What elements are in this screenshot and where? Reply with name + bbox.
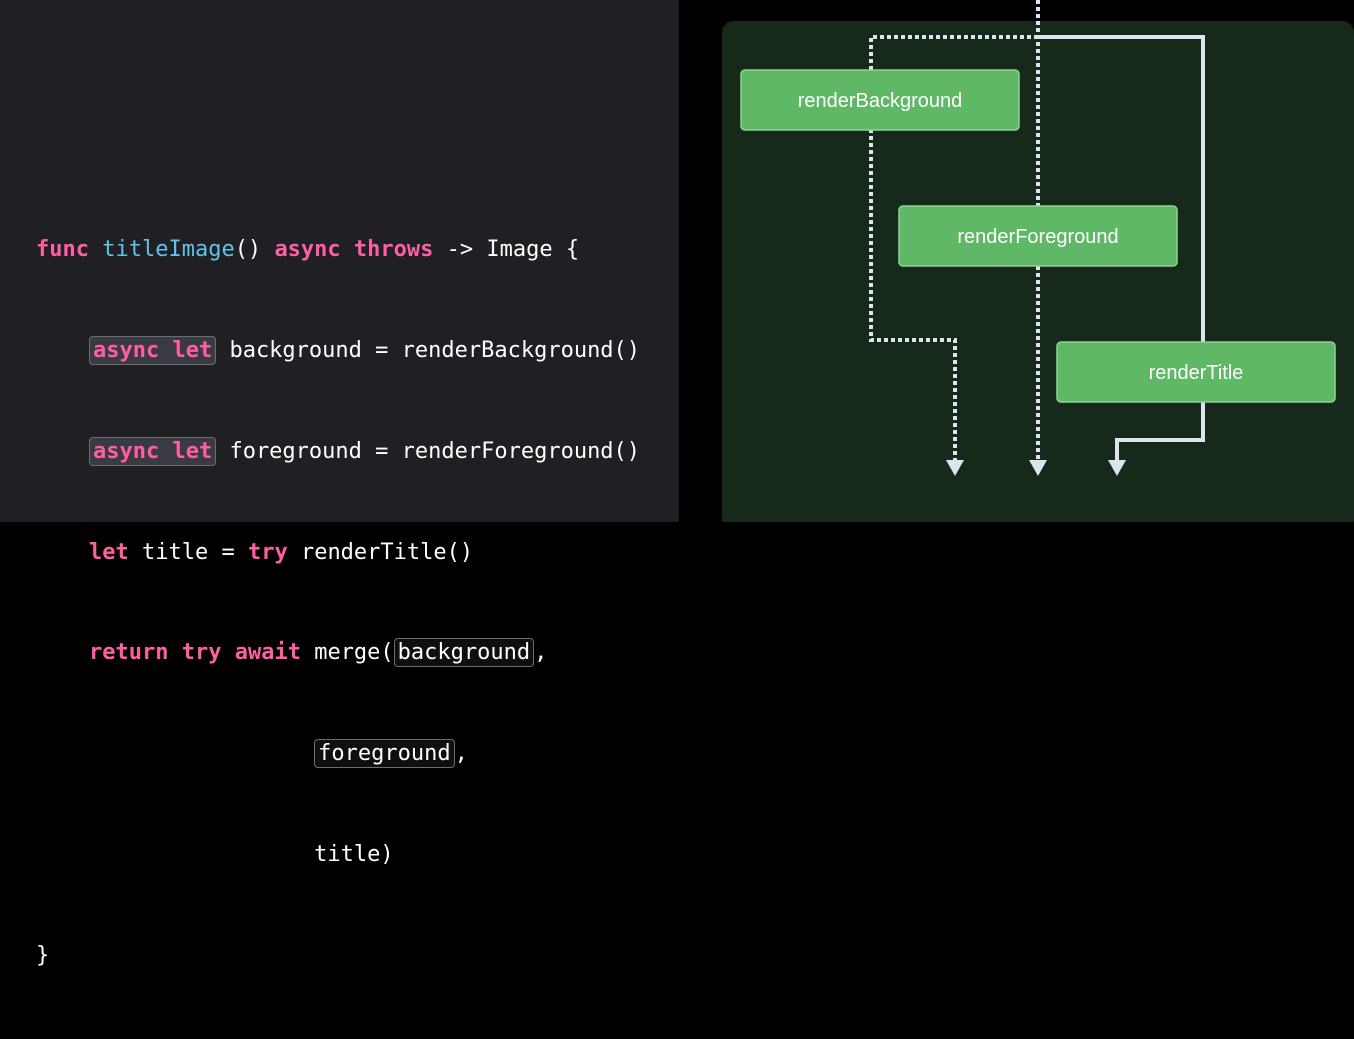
title-task-line [1038,35,1205,462]
render-title-task: renderTitle [1056,341,1336,403]
return-type: -> Image { [433,237,580,263]
render-background-task: renderBackground [740,69,1020,131]
function-parens: () [234,237,275,263]
render-title-call: renderTitle() [287,539,474,565]
foreground-binding: foreground = renderForeground() [216,438,641,464]
code-line-7: title) [36,838,640,872]
code-line-6: foreground, [36,737,640,771]
try-keyword: try [181,640,222,666]
async-let-highlight: async let [88,436,217,466]
background-binding: background = renderBackground() [216,337,641,363]
async-let-highlight: async let [88,335,217,365]
render-title-label: renderTitle [1149,362,1244,384]
task-tree-diagram: renderBackground renderForeground render… [722,0,1354,522]
code-panel: func titleImage() async throws -> Image … [0,0,679,968]
throws-keyword: throws [353,237,434,263]
background-task-line [869,35,1038,462]
parent-task-arrowhead [1029,460,1047,476]
code-line-1: func titleImage() async throws -> Image … [36,233,640,267]
foreground-arg-highlight: foreground [314,739,455,769]
func-keyword: func [36,237,89,263]
code-line-5: return try await merge(background, [36,636,640,670]
closing-brace: } [36,942,50,968]
title-arg: title) [314,841,394,867]
async-keyword: async [274,237,341,263]
render-foreground-task: renderForeground [898,205,1178,267]
render-foreground-label: renderForeground [957,226,1118,248]
code-line-3: async let foreground = renderForeground(… [36,435,640,469]
swift-code-block: func titleImage() async throws -> Image … [36,166,640,1039]
background-arg-highlight: background [393,638,535,668]
title-assignment: title = [128,539,248,565]
code-line-8: } [36,939,640,973]
return-keyword: return [88,640,169,666]
code-line-4: let title = try renderTitle() [36,536,640,570]
let-keyword: let [88,539,129,565]
comma: , [534,640,548,666]
task-tree-diagram-panel: renderBackground renderForeground render… [679,0,1354,522]
title-task-arrowhead [1108,460,1126,476]
render-background-label: renderBackground [798,90,963,112]
background-task-arrowhead [946,460,964,476]
comma: , [454,741,468,767]
code-line-2: async let background = renderBackground(… [36,334,640,368]
await-keyword: await [234,640,301,666]
merge-call: merge( [300,640,394,666]
function-name: titleImage [102,237,235,263]
try-keyword: try [247,539,288,565]
